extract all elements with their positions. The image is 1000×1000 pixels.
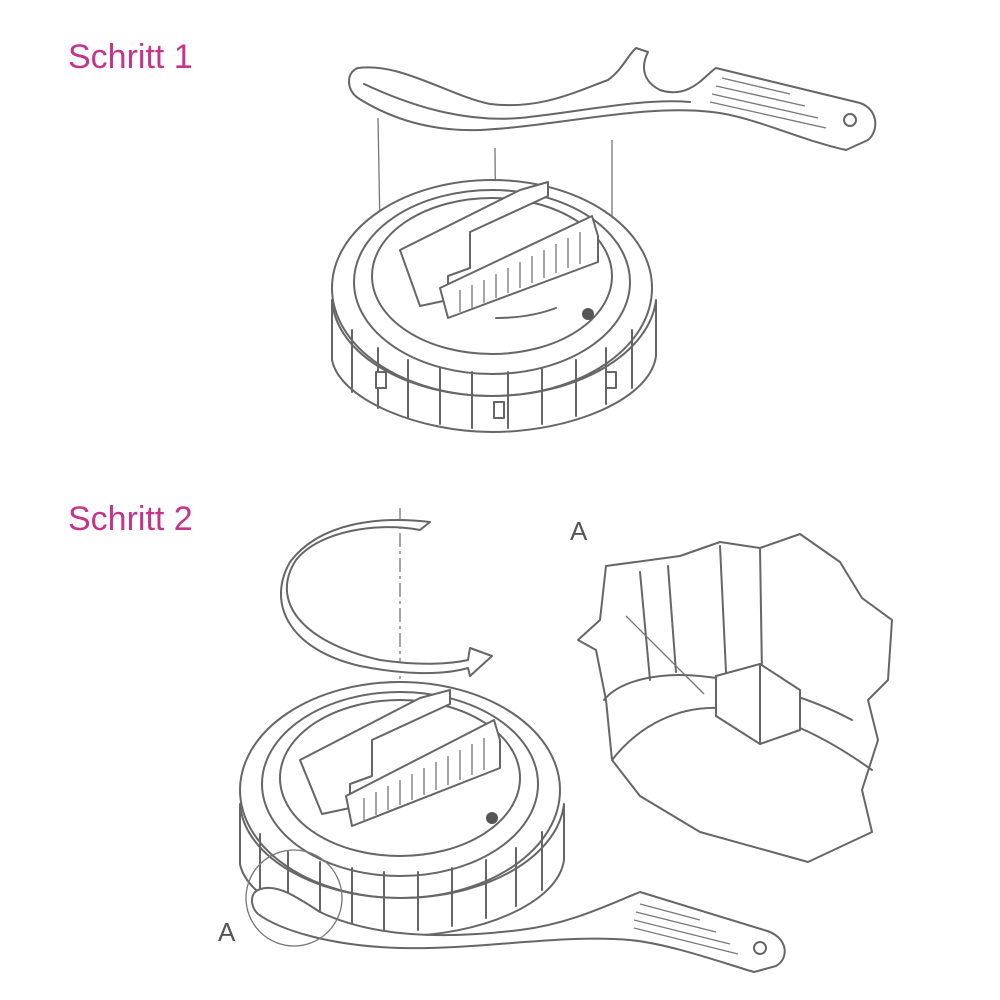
step-1-title: Schritt 1 <box>68 38 193 76</box>
detail-callout-label: A <box>570 516 588 546</box>
wrench-top <box>348 47 877 151</box>
detail-view-a <box>577 533 893 863</box>
step-2-title: Schritt 2 <box>68 500 193 538</box>
circle-callout-label: A <box>218 917 236 947</box>
wrench-bottom <box>245 849 786 973</box>
cap-top <box>331 179 657 433</box>
cap-bottom <box>239 681 565 937</box>
